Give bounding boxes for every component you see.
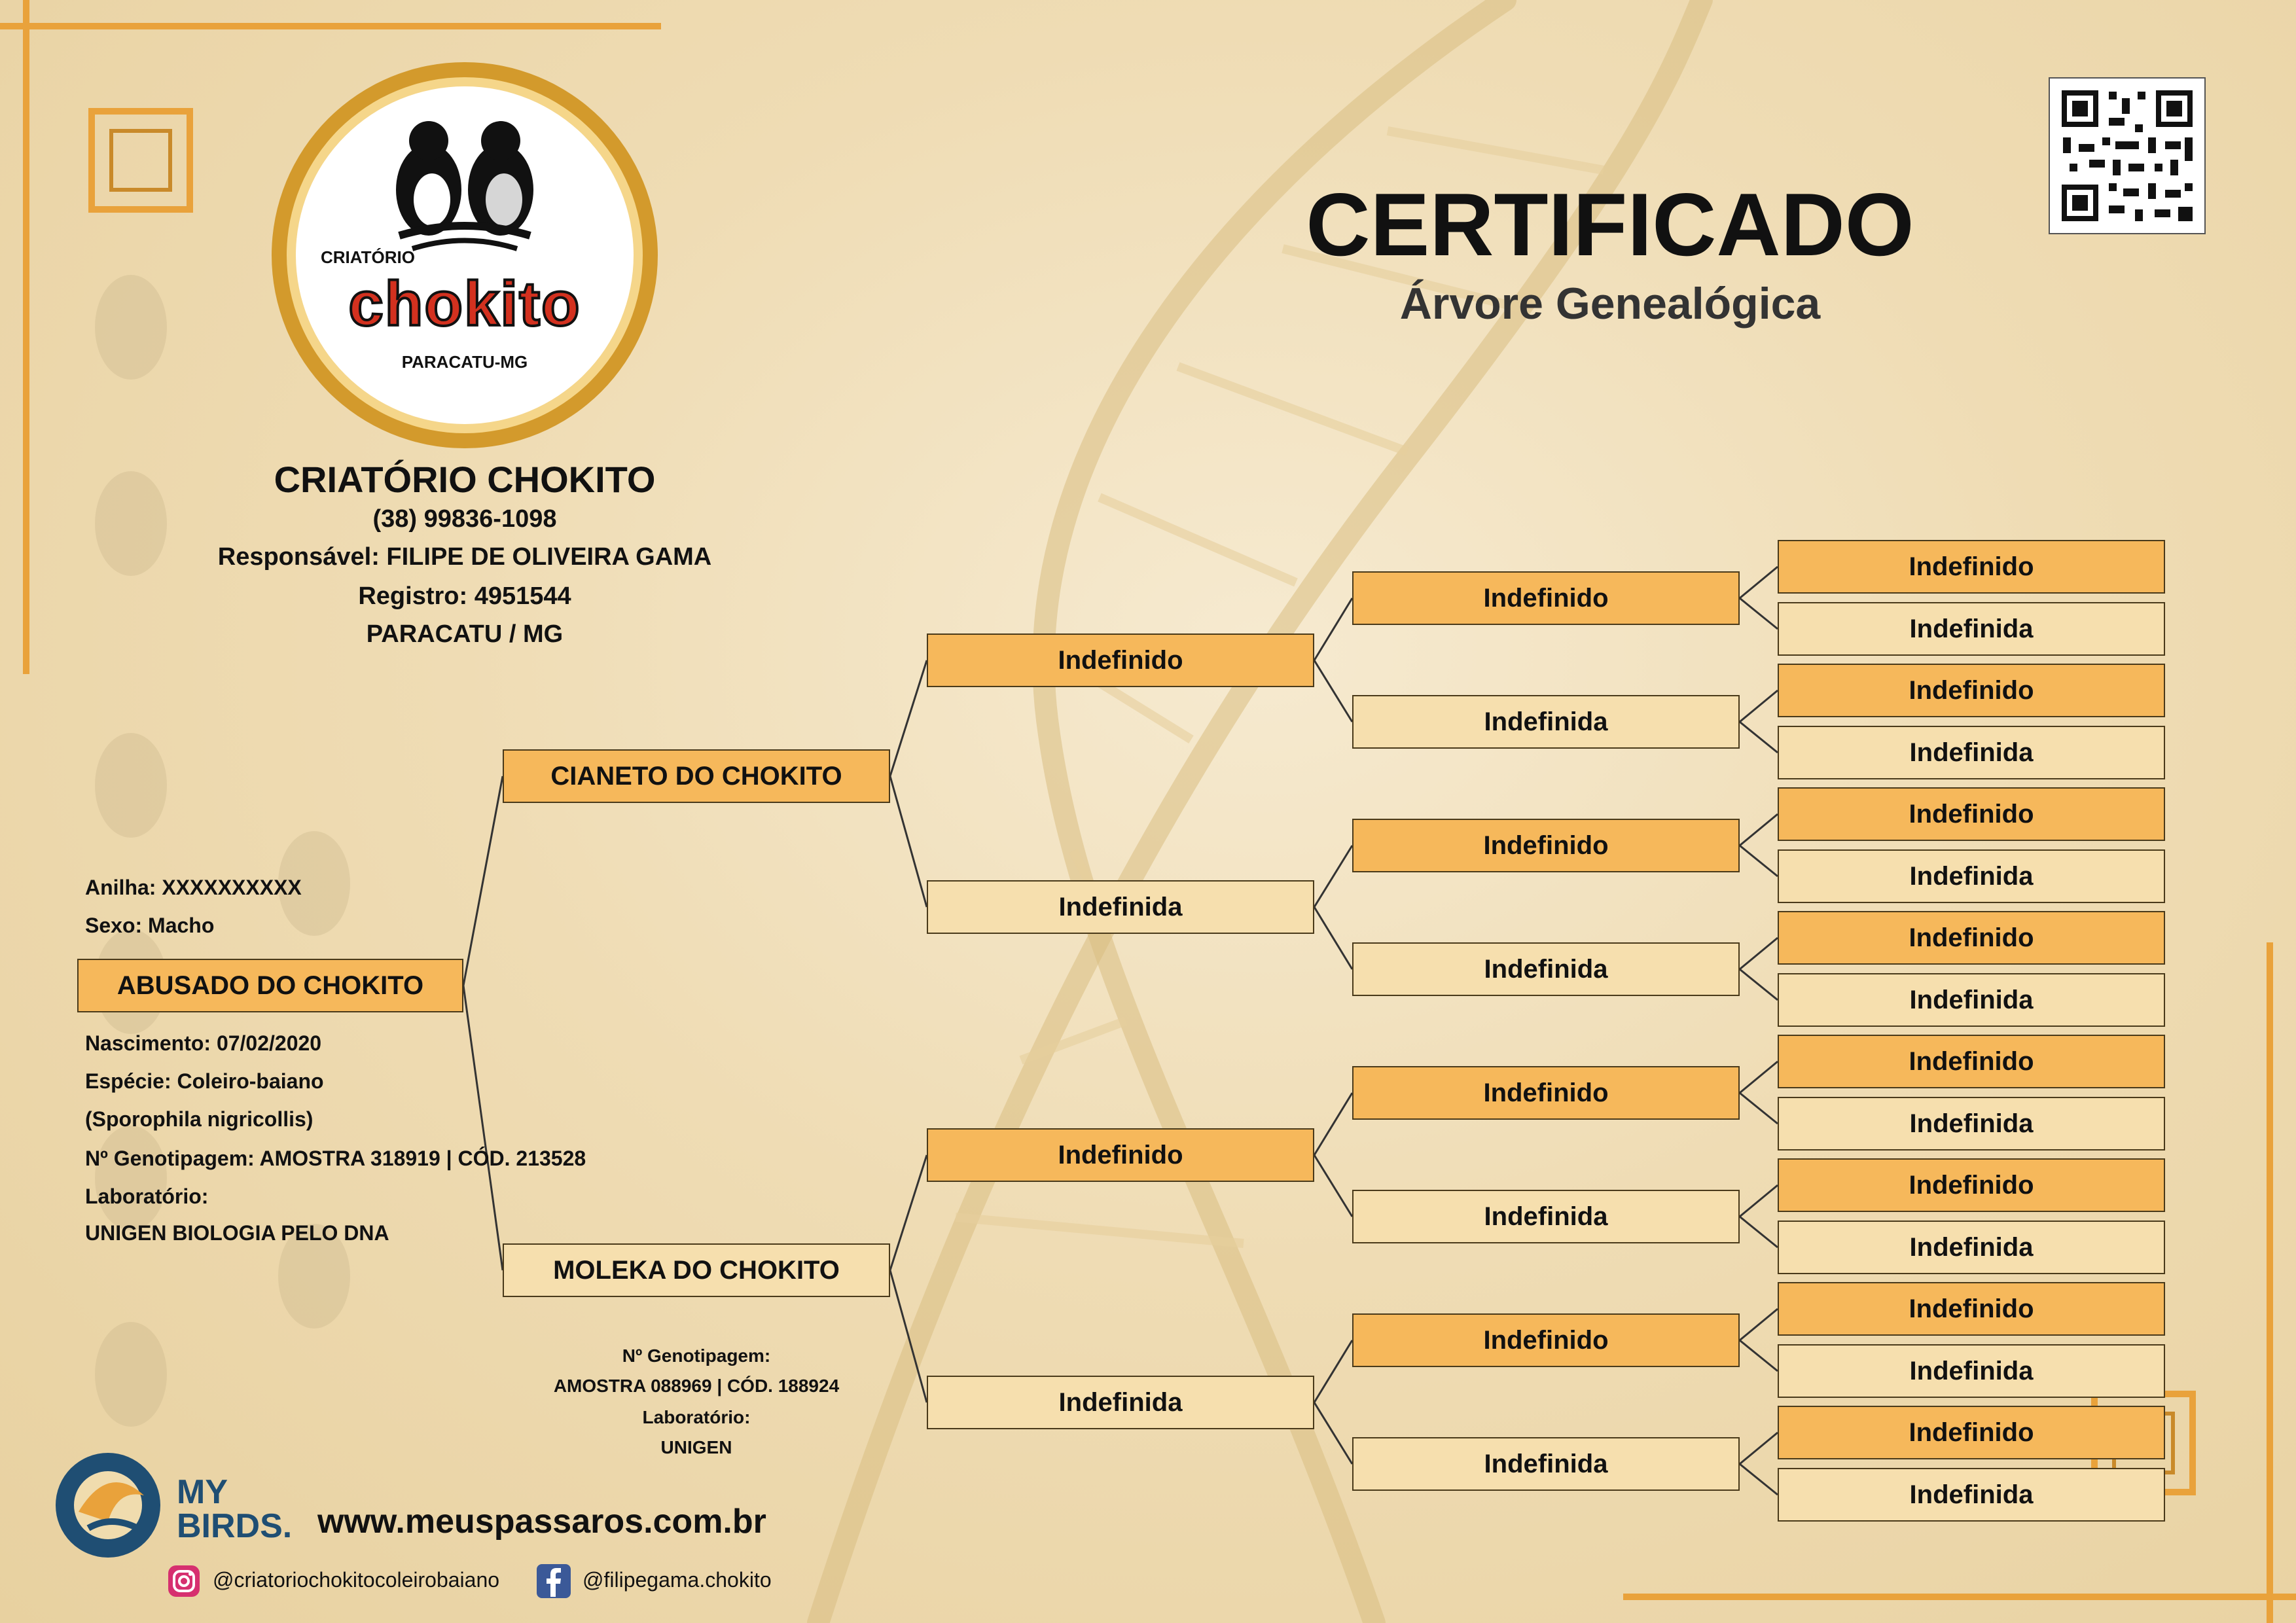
great-great-grandparent-box[interactable]: Indefinida [1778,1468,2165,1522]
great-great-grandparent-box[interactable]: Indefinido [1778,1406,2165,1459]
great-great-grandparent-box[interactable]: Indefinido [1778,1158,2165,1212]
bird-lab-label: Laboratório: [85,1185,208,1209]
connector-line [1740,567,1778,598]
bird-birth: Nascimento: 07/02/2020 [85,1031,321,1056]
bird-ring: Anilha: XXXXXXXXXX [85,876,302,900]
great-great-grandparent-box[interactable]: Indefinida [1778,1344,2165,1398]
mother-lab: UNIGEN [503,1437,890,1458]
great-great-grandparent-box[interactable]: Indefinido [1778,787,2165,841]
connector-line [1740,969,1778,1000]
connector-line [1314,846,1352,907]
connector-line [1740,1340,1778,1371]
bird-sex: Sexo: Macho [85,914,214,938]
great-grandparent-box[interactable]: Indefinida [1352,695,1740,749]
connector-line [1314,1402,1352,1464]
connector-line [1314,907,1352,969]
mother-genotyping: AMOSTRA 088969 | CÓD. 188924 [503,1376,890,1397]
connector-line [463,776,503,986]
great-great-grandparent-box[interactable]: Indefinida [1778,973,2165,1027]
great-grandparent-box[interactable]: Indefinida [1352,942,1740,996]
connector-line [1314,598,1352,660]
connector-line [890,660,927,776]
grandparent-box[interactable]: Indefinida [927,880,1314,934]
connector-line [1314,1093,1352,1155]
connector-line [1740,1309,1778,1340]
mother-genotyping-label: Nº Genotipagem: [503,1346,890,1366]
grandparent-box[interactable]: Indefinido [927,1128,1314,1182]
great-great-grandparent-box[interactable]: Indefinido [1778,1282,2165,1336]
bird-scientific: (Sporophila nigricollis) [85,1107,313,1132]
great-great-grandparent-box[interactable]: Indefinida [1778,726,2165,779]
great-grandparent-box[interactable]: Indefinida [1352,1437,1740,1491]
connector-line [1740,1061,1778,1093]
connector-line [1740,690,1778,722]
bird-name[interactable]: ABUSADO DO CHOKITO [77,959,463,1012]
mybirds-brand-line2: BIRDS. [177,1507,292,1546]
connector-line [1740,1464,1778,1495]
great-grandparent-box[interactable]: Indefinida [1352,1190,1740,1243]
instagram-handle[interactable]: @criatoriochokitocoleirobaiano [213,1568,499,1592]
facebook-icon[interactable] [535,1563,572,1599]
connector-line [1314,1340,1352,1402]
bird-lab: UNIGEN BIOLOGIA PELO DNA [85,1221,389,1245]
grandparent-box[interactable]: Indefinido [927,633,1314,687]
facebook-handle[interactable]: @filipegama.chokito [583,1568,772,1592]
connector-line [1740,1185,1778,1217]
connector-line [1740,1217,1778,1247]
connector-line [890,1270,927,1402]
father-name[interactable]: CIANETO DO CHOKITO [503,749,890,803]
connector-line [1314,1155,1352,1217]
great-great-grandparent-box[interactable]: Indefinido [1778,664,2165,717]
connector-line [1740,938,1778,969]
connector-line [1314,660,1352,722]
instagram-icon[interactable] [167,1564,201,1598]
connector-line [890,1155,927,1270]
bird-genotyping: Nº Genotipagem: AMOSTRA 318919 | CÓD. 21… [85,1147,586,1171]
great-great-grandparent-box[interactable]: Indefinida [1778,1097,2165,1150]
connector-line [1740,1093,1778,1124]
great-great-grandparent-box[interactable]: Indefinido [1778,540,2165,594]
connector-line [1740,722,1778,753]
bird-species: Espécie: Coleiro-baiano [85,1069,324,1094]
grandparent-box[interactable]: Indefinida [927,1376,1314,1429]
great-grandparent-box[interactable]: Indefinido [1352,571,1740,625]
mybirds-logo-icon[interactable] [52,1450,164,1561]
great-great-grandparent-box[interactable]: Indefinida [1778,602,2165,656]
mybirds-brand-line1: MY [177,1472,228,1512]
great-grandparent-box[interactable]: Indefinido [1352,819,1740,872]
connector-line [1740,846,1778,876]
great-great-grandparent-box[interactable]: Indefinido [1778,1035,2165,1088]
great-grandparent-box[interactable]: Indefinido [1352,1313,1740,1367]
connector-line [1740,814,1778,846]
connector-line [890,776,927,907]
great-grandparent-box[interactable]: Indefinido [1352,1066,1740,1120]
great-great-grandparent-box[interactable]: Indefinido [1778,911,2165,965]
connector-line [1740,1433,1778,1464]
great-great-grandparent-box[interactable]: Indefinida [1778,849,2165,903]
mother-name[interactable]: MOLEKA DO CHOKITO [503,1243,890,1297]
great-great-grandparent-box[interactable]: Indefinida [1778,1221,2165,1274]
mother-lab-label: Laboratório: [503,1407,890,1428]
connector-line [1740,598,1778,629]
website-link[interactable]: www.meuspassaros.com.br [317,1502,766,1541]
connector-line [463,986,503,1270]
